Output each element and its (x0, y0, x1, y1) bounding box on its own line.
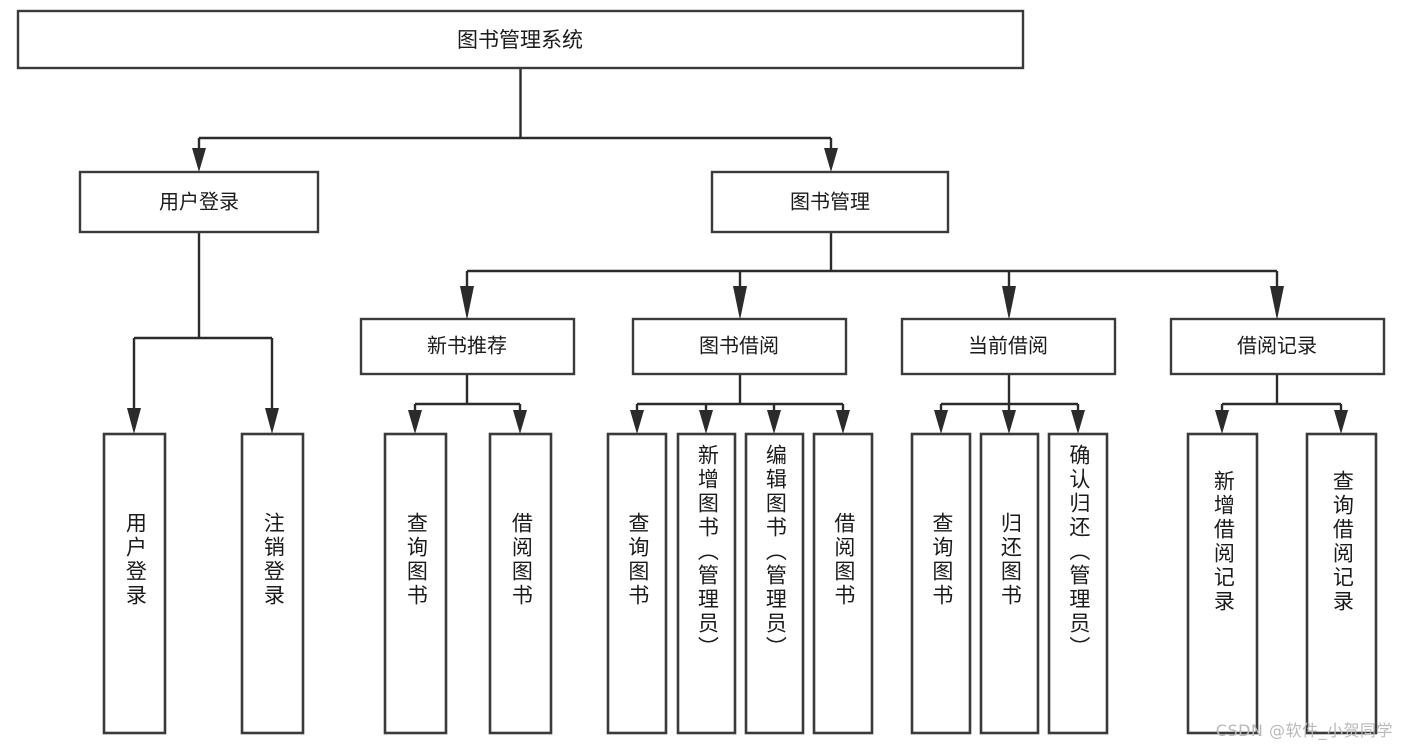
leaf-box-cb-confirm-return[interactable] (1047, 432, 1109, 735)
arrow-head-user-login (192, 148, 206, 172)
leaf-box-nb-borrow-book[interactable] (488, 432, 553, 735)
arrow-head-bb-edit-book (767, 410, 781, 434)
node-book-management-label: 图书管理 (790, 190, 870, 214)
node-book-management[interactable]: 图书管理 (710, 170, 950, 234)
leaf-box-user-login[interactable] (102, 432, 167, 735)
arrow-head-borrow-record (1270, 286, 1284, 320)
arrow-head-nb-query-book (408, 410, 422, 434)
node-user-login-label: 用户登录 (159, 190, 239, 214)
leaf-box-bb-edit-book[interactable] (744, 432, 805, 735)
leaf-boxes-book-borrow (606, 432, 874, 735)
arrow-head-new-book (460, 286, 474, 320)
node-new-book-recommend-box[interactable] (359, 317, 576, 376)
leaf-boxes-user-login (102, 432, 305, 735)
node-root-box[interactable] (16, 9, 1025, 70)
arrow-head-book-borrow (733, 286, 747, 320)
arrow-head-cb-query-book (934, 410, 948, 434)
leaf-box-br-query-record[interactable] (1305, 432, 1378, 735)
arrow-head-leaf-user-login (127, 408, 141, 434)
arrow-head-cb-confirm-return (1071, 410, 1085, 434)
leaf-box-nb-query-book[interactable] (383, 432, 448, 735)
arrow-head-book-mgmt (824, 148, 838, 172)
leaf-box-bb-add-book[interactable] (676, 432, 737, 735)
leaf-box-bb-borrow-book[interactable] (812, 432, 874, 735)
arrow-head-br-query-record (1334, 410, 1348, 434)
node-current-borrow-box[interactable] (900, 317, 1117, 376)
watermark-text: CSDN @软件_小贺同学 (1215, 721, 1393, 740)
node-current-borrow-label: 当前借阅 (968, 334, 1048, 358)
node-root-label: 图书管理系统 (457, 28, 583, 52)
arrow-head-leaf-logout (265, 408, 279, 434)
edges-book-mgmt-to-level2 (460, 232, 1284, 320)
leaf-boxes-borrow-record (1186, 432, 1378, 735)
edges-new-book-to-leaves (408, 374, 527, 434)
arrow-head-bb-query-book (630, 410, 644, 434)
arrow-head-bb-add-book (699, 410, 713, 434)
node-root[interactable]: 图书管理系统 (16, 9, 1025, 70)
leaf-box-br-add-record[interactable] (1186, 432, 1259, 735)
leaf-box-bb-query-book[interactable] (606, 432, 668, 735)
leaf-box-cb-query-book[interactable] (910, 432, 972, 735)
arrow-head-br-add-record (1215, 410, 1229, 434)
arrow-head-cb-return-book (1002, 410, 1016, 434)
arrow-head-nb-borrow-book (513, 410, 527, 434)
edges-user-login-to-leaves (127, 232, 279, 434)
edges-root-to-level1 (192, 68, 838, 172)
leaf-box-logout[interactable] (240, 432, 305, 735)
node-user-login[interactable]: 用户登录 (78, 170, 320, 234)
node-user-login-box[interactable] (78, 170, 320, 234)
edges-borrow-record-to-leaves (1215, 374, 1348, 434)
node-borrow-record-box[interactable] (1169, 317, 1386, 376)
leaf-box-cb-return-book[interactable] (979, 432, 1040, 735)
leaf-boxes-current-borrow (910, 432, 1109, 735)
node-borrow-record[interactable]: 借阅记录 (1169, 317, 1386, 376)
edges-current-borrow-to-leaves (934, 374, 1085, 434)
node-new-book-recommend-label: 新书推荐 (427, 334, 507, 358)
node-book-borrow-label: 图书借阅 (699, 334, 779, 358)
arrow-head-bb-borrow-book (836, 410, 850, 434)
leaf-boxes-new-book-recommend (383, 432, 553, 735)
arrow-head-current-borrow (1002, 286, 1016, 320)
node-current-borrow[interactable]: 当前借阅 (900, 317, 1117, 376)
node-book-borrow[interactable]: 图书借阅 (631, 317, 848, 376)
node-book-management-box[interactable] (710, 170, 950, 234)
node-borrow-record-label: 借阅记录 (1237, 334, 1317, 358)
node-new-book-recommend[interactable]: 新书推荐 (359, 317, 576, 376)
edges-book-borrow-to-leaves (630, 374, 850, 434)
node-book-borrow-box[interactable] (631, 317, 848, 376)
